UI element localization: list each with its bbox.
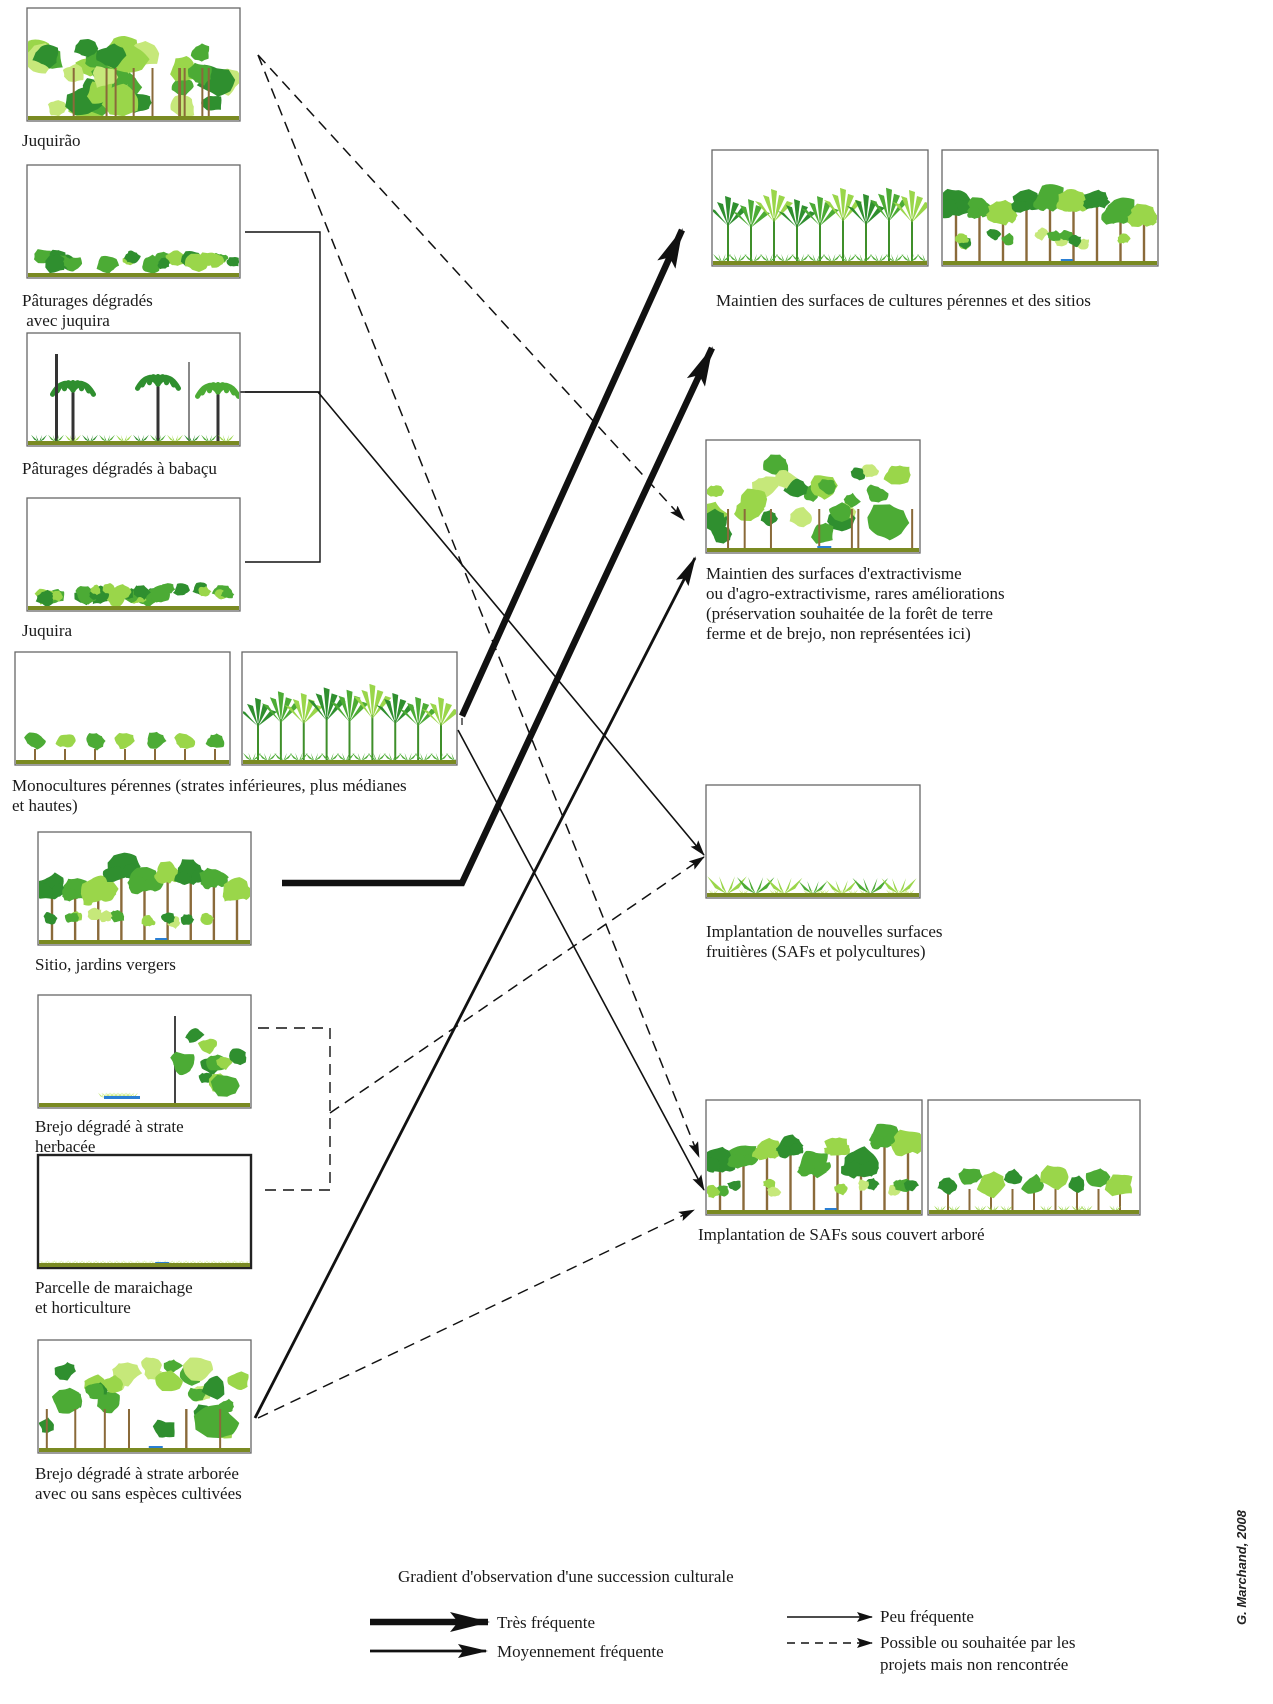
caption-pat_juquira: Pâturages dégradés avec juquira	[22, 291, 153, 330]
panel-t_fruit	[705, 784, 921, 899]
arrow-brejo_arbo-to-t_extract	[253, 556, 697, 1419]
vegetation-round-shrubs	[16, 731, 229, 764]
panel-frame	[36, 1153, 253, 1270]
caption-juquirao: Juquirão	[22, 131, 81, 150]
vegetation-banana-rows	[243, 683, 456, 764]
panel-brejo_arbo	[37, 1339, 252, 1454]
arrow-pat_juquira-to-t_saf_a	[457, 729, 705, 1191]
vegetation-scattered-trees	[929, 1165, 1139, 1214]
vegetation-low-shrubs-dense	[28, 582, 239, 610]
vegetation-empty-plot	[39, 1260, 250, 1267]
arrow-brejo_herb-to-t_fruit	[329, 856, 705, 1114]
panel-t_perennial_b	[941, 149, 1159, 267]
legend-label: Moyennement fréquente	[497, 1642, 664, 1661]
panel-pat_babacu	[26, 332, 241, 447]
vegetation-dense-canopy	[28, 35, 239, 120]
legend-title: Gradient d'observation d'une succession …	[398, 1567, 734, 1586]
succession-arrows	[217, 54, 715, 1419]
arrow-sitio-to-t_perennial_a	[282, 346, 715, 887]
caption-sitio: Sitio, jardins vergers	[35, 955, 176, 974]
vegetation-palms	[28, 354, 239, 445]
legend-item-tres_frequente: Très fréquente	[370, 1612, 595, 1632]
panel-sitio	[37, 831, 252, 946]
panel-mono_low	[14, 651, 231, 766]
vegetation-orchard	[39, 852, 250, 944]
panel-juquirao	[26, 7, 241, 122]
legend-item-moyennement_frequente: Moyennement fréquente	[370, 1642, 664, 1661]
caption-t_saf_a: Implantation de SAFs sous couvert arboré	[698, 1225, 985, 1244]
arrow-juquirao-to-t_extract	[257, 54, 685, 521]
arrow-pat_babacu-to-t_fruit	[217, 391, 705, 856]
panel-mono_high	[241, 651, 458, 766]
panel-frame	[705, 784, 921, 899]
vegetation-orchard	[943, 184, 1157, 265]
legend: Gradient d'observation d'une succession …	[370, 1567, 1075, 1674]
panel-t_extract	[705, 439, 921, 554]
panel-maraichage	[36, 1153, 253, 1270]
vegetation-wet-herbaceous	[39, 1016, 250, 1107]
arrow-brejo_arbo-to-t_saf_a	[257, 1209, 695, 1419]
panel-t_saf_b	[927, 1099, 1141, 1216]
panel-juquira	[26, 497, 241, 612]
caption-t_perennial_a: Maintien des surfaces de cultures pérenn…	[716, 291, 1091, 310]
legend-label: Très fréquente	[497, 1613, 595, 1632]
caption-juquira: Juquira	[22, 621, 73, 640]
legend-item-peu_frequente: Peu fréquente	[787, 1607, 974, 1626]
author-credit: G. Marchand, 2008	[1234, 1509, 1249, 1625]
panel-brejo_herb	[37, 994, 252, 1109]
bracket-wetland-plots	[258, 1027, 331, 1191]
arrow-mono_high-to-t_perennial_a	[459, 228, 685, 718]
panel-t_perennial_a	[711, 149, 929, 267]
vegetation-wet-trees	[39, 1357, 250, 1452]
vegetation-wet-trees	[707, 454, 919, 552]
landscape-panels	[14, 7, 1159, 1454]
vegetation-banana-rows	[713, 187, 927, 265]
legend-label: Peu fréquente	[880, 1607, 974, 1626]
vegetation-orchard	[707, 1123, 921, 1214]
caption-pat_babacu: Pâturages dégradés à babaçu	[22, 459, 217, 478]
panel-pat_juquira	[26, 164, 241, 279]
vegetation-young-plants	[707, 876, 919, 897]
panel-frame	[37, 994, 252, 1109]
panel-t_saf_a	[705, 1099, 923, 1216]
caption-mono_low: Monocultures pérennes (strates inférieur…	[12, 776, 407, 815]
bracket-pastures	[245, 231, 321, 563]
arrow-juquirao-to-t_saf_a	[257, 54, 700, 1158]
vegetation-low-shrubs	[28, 249, 239, 277]
